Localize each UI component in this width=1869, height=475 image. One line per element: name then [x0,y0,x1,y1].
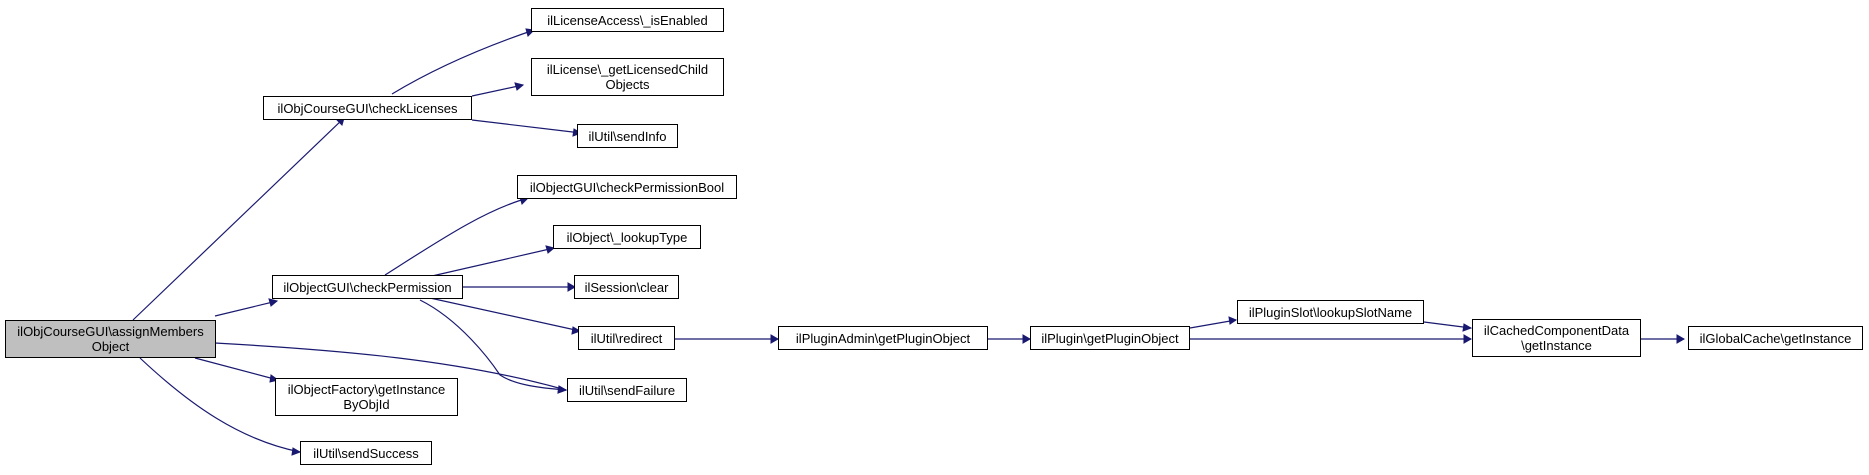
node-checkLicenses[interactable]: ilObjCourseGUI\checkLicenses [263,96,472,120]
arrowhead [268,298,279,307]
arrowhead [571,326,582,335]
arrowhead [1022,334,1032,344]
node-lookupSlotName[interactable]: ilPluginSlot\lookupSlotName [1237,300,1424,324]
node-label-line: ilCachedComponentData [1483,323,1630,338]
edge-pluginGetPluginObject-to-lookupSlotName [1189,319,1237,329]
node-adminGetPluginObject[interactable]: ilPluginAdmin\getPluginObject [778,326,988,350]
arrowhead [770,334,780,344]
node-label-line: ilPluginSlot\lookupSlotName [1248,304,1413,320]
arrowhead [545,245,556,254]
node-label-line: ilGlobalCache\getInstance [1699,330,1852,346]
arrowhead [557,385,568,394]
node-label-line: ByObjId [343,397,390,412]
edge-root-to-checkPermission [214,300,278,317]
arrowhead [1228,316,1238,325]
node-pluginGetPluginObject[interactable]: ilPlugin\getPluginObject [1030,326,1190,350]
node-isEnabled[interactable]: ilLicenseAccess\_isEnabled [531,8,724,32]
node-redirect[interactable]: ilUtil\redirect [578,326,675,350]
node-sendInfo[interactable]: ilUtil\sendInfo [577,124,678,148]
node-objectFactory[interactable]: ilObjectFactory\getInstance ByObjId [275,378,458,416]
node-label-line: ilUtil\redirect [590,330,663,346]
node-label-line: ilObject\_lookupType [566,229,688,245]
node-checkPermissionBool[interactable]: ilObjectGUI\checkPermissionBool [517,175,737,199]
edge-checkLicenses-to-getLicensedChild [471,84,524,97]
node-label-line: ilUtil\sendFailure [578,382,676,398]
node-label-line: ilLicenseAccess\_isEnabled [547,12,708,28]
arrowhead [567,282,577,292]
node-label-line: ilUtil\sendSuccess [313,445,419,461]
node-label-line: ilObjectGUI\checkPermissionBool [529,179,725,195]
node-label-line: ilObjectGUI\checkPermission [283,279,452,295]
arrowhead [291,447,302,456]
node-getLicensedChild[interactable]: ilLicense\_getLicensedChild Objects [531,58,724,96]
edge-root-to-sendSuccess [139,357,301,453]
node-globalCache[interactable]: ilGlobalCache\getInstance [1688,326,1863,350]
node-label-line: ilUtil\sendInfo [588,128,667,144]
node-sessionClear[interactable]: ilSession\clear [574,275,679,299]
node-label-line: Objects [605,77,650,92]
node-label-line: ilPluginAdmin\getPluginObject [795,330,971,346]
arrowhead [1676,334,1686,344]
edge-checkLicenses-to-sendInfo [471,119,582,134]
edge-checkPermission-to-lookupType [431,247,555,277]
node-label-line: ilObjCourseGUI\checkLicenses [277,100,458,116]
node-label-line: ilSession\clear [584,279,669,295]
edge-root-to-objectFactory [194,357,279,381]
edge-root-to-checkLicenses [132,117,345,321]
node-sendFailure[interactable]: ilUtil\sendFailure [567,378,687,402]
node-checkPermission[interactable]: ilObjectGUI\checkPermission [272,275,463,299]
node-sendSuccess[interactable]: ilUtil\sendSuccess [300,441,432,465]
edge-checkPermission-to-sendFailure [419,299,567,391]
edge-checkLicenses-to-isEnabled [391,29,535,95]
edge-checkPermission-to-redirect [429,297,581,332]
arrowhead [1462,323,1473,332]
node-cachedGetInstance[interactable]: ilCachedComponentData \getInstance [1472,319,1641,357]
node-label-line: ilObjectFactory\getInstance [287,382,446,397]
edge-checkPermission-to-checkPermissionBool [384,197,529,276]
node-label-line: Object [91,339,130,354]
arrowhead [514,82,525,91]
node-root: ilObjCourseGUI\assignMembers Object [5,320,216,358]
node-label-line: ilPlugin\getPluginObject [1041,330,1179,346]
node-label-line: \getInstance [1521,338,1592,353]
arrowhead [1463,334,1473,344]
node-label-line: ilLicense\_getLicensedChild [546,62,709,77]
node-lookupType[interactable]: ilObject\_lookupType [553,225,701,249]
node-label-line: ilObjCourseGUI\assignMembers [17,324,204,339]
edge-root-to-sendFailure [214,342,567,391]
